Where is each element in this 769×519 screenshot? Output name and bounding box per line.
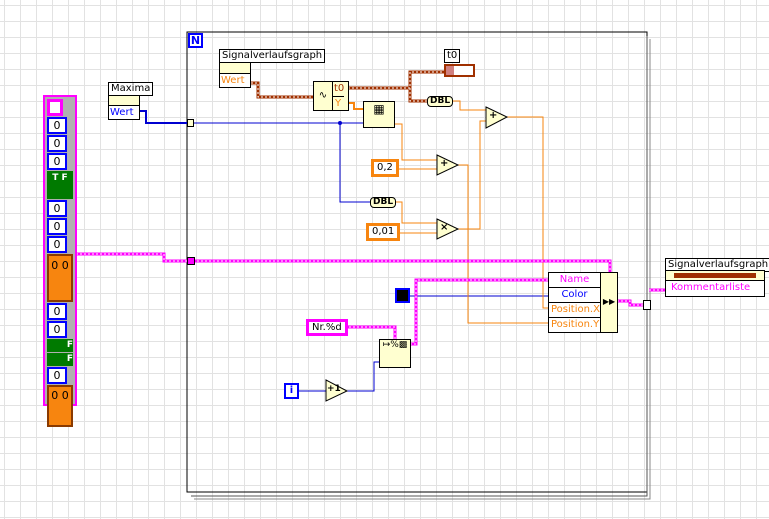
bundle-by-name[interactable]: Name Color Position.X Position.Y ▶▶ [548,272,618,333]
input-tunnel[interactable] [187,119,194,127]
maxima-property: Wert [110,107,134,118]
array-element[interactable]: 0 [47,218,67,235]
iteration-terminal[interactable]: i [284,383,299,399]
array-element[interactable]: 0 [47,321,67,338]
t0-indicator[interactable] [444,64,475,77]
bundle-field-position-x[interactable]: Position.X [549,303,600,318]
array-icon: ▦ [373,102,385,116]
cluster-array-constant[interactable]: 0 0 0 T F 0 0 0 0 0 0 0 F F 0 0 0 [43,95,77,427]
array-tunnel[interactable] [187,257,195,265]
maxima-label: Maxima [108,82,154,96]
cluster-element[interactable]: 0 0 [47,385,73,427]
graph-property-node[interactable]: Wert [219,62,251,88]
add-node-2[interactable]: + [489,110,498,121]
bool-element[interactable]: F [47,339,73,352]
bundle-field-name[interactable]: Name [549,273,600,288]
multiply-node[interactable]: × [440,222,449,233]
to-dbl-2[interactable]: DBL [370,197,397,208]
graph-label: Signalverlaufsgraph [219,49,326,63]
array-elements: 0 0 0 T F 0 0 0 0 0 0 0 F F 0 0 0 [45,97,75,429]
constant-0-01[interactable]: 0,01 [366,223,401,241]
maxima-property-node[interactable]: Wert [108,95,140,120]
bundle-field-color[interactable]: Color [549,288,600,303]
array-element[interactable]: 0 [47,236,67,253]
index-display[interactable] [47,99,63,116]
bool-element[interactable]: F [47,353,73,366]
color-constant[interactable] [395,288,410,303]
format-icon: ↦%▩ [382,340,408,350]
increment-node[interactable]: +1 [327,384,341,394]
graph-property: Wert [221,75,245,86]
add-node[interactable]: + [440,158,449,169]
array-element[interactable]: 0 [47,153,67,170]
t0-output: t0 [333,82,345,97]
array-element[interactable]: 0 [47,117,67,134]
array-element[interactable]: 0 [47,135,67,152]
format-string-constant[interactable]: Nr.%d [306,319,348,336]
output-tunnel[interactable] [643,300,651,310]
y-output: Y [335,98,342,109]
loop-count-terminal[interactable]: N [188,33,203,48]
array-element[interactable]: 0 [47,303,67,320]
array-element[interactable]: 0 [47,200,67,217]
array-element[interactable]: 0 [47,367,67,384]
t0-label: t0 [444,49,461,63]
to-dbl-1[interactable]: DBL [427,96,454,107]
graph-out-property-node[interactable]: Kommentarliste [665,270,765,297]
bool-element[interactable]: T F [47,171,73,199]
bundle-arrow-icon: ▶▶ [600,273,617,332]
constant-0-2[interactable]: 0,2 [371,159,399,177]
comment-list-property: Kommentarliste [671,282,751,293]
bundle-field-position-y[interactable]: Position.Y [551,319,600,330]
array-subset-node[interactable]: ▦ [363,101,395,128]
cluster-element[interactable]: 0 0 [47,254,73,302]
waveform-icon: ∿ [314,82,333,110]
format-into-string[interactable]: ↦%▩ [379,339,411,368]
